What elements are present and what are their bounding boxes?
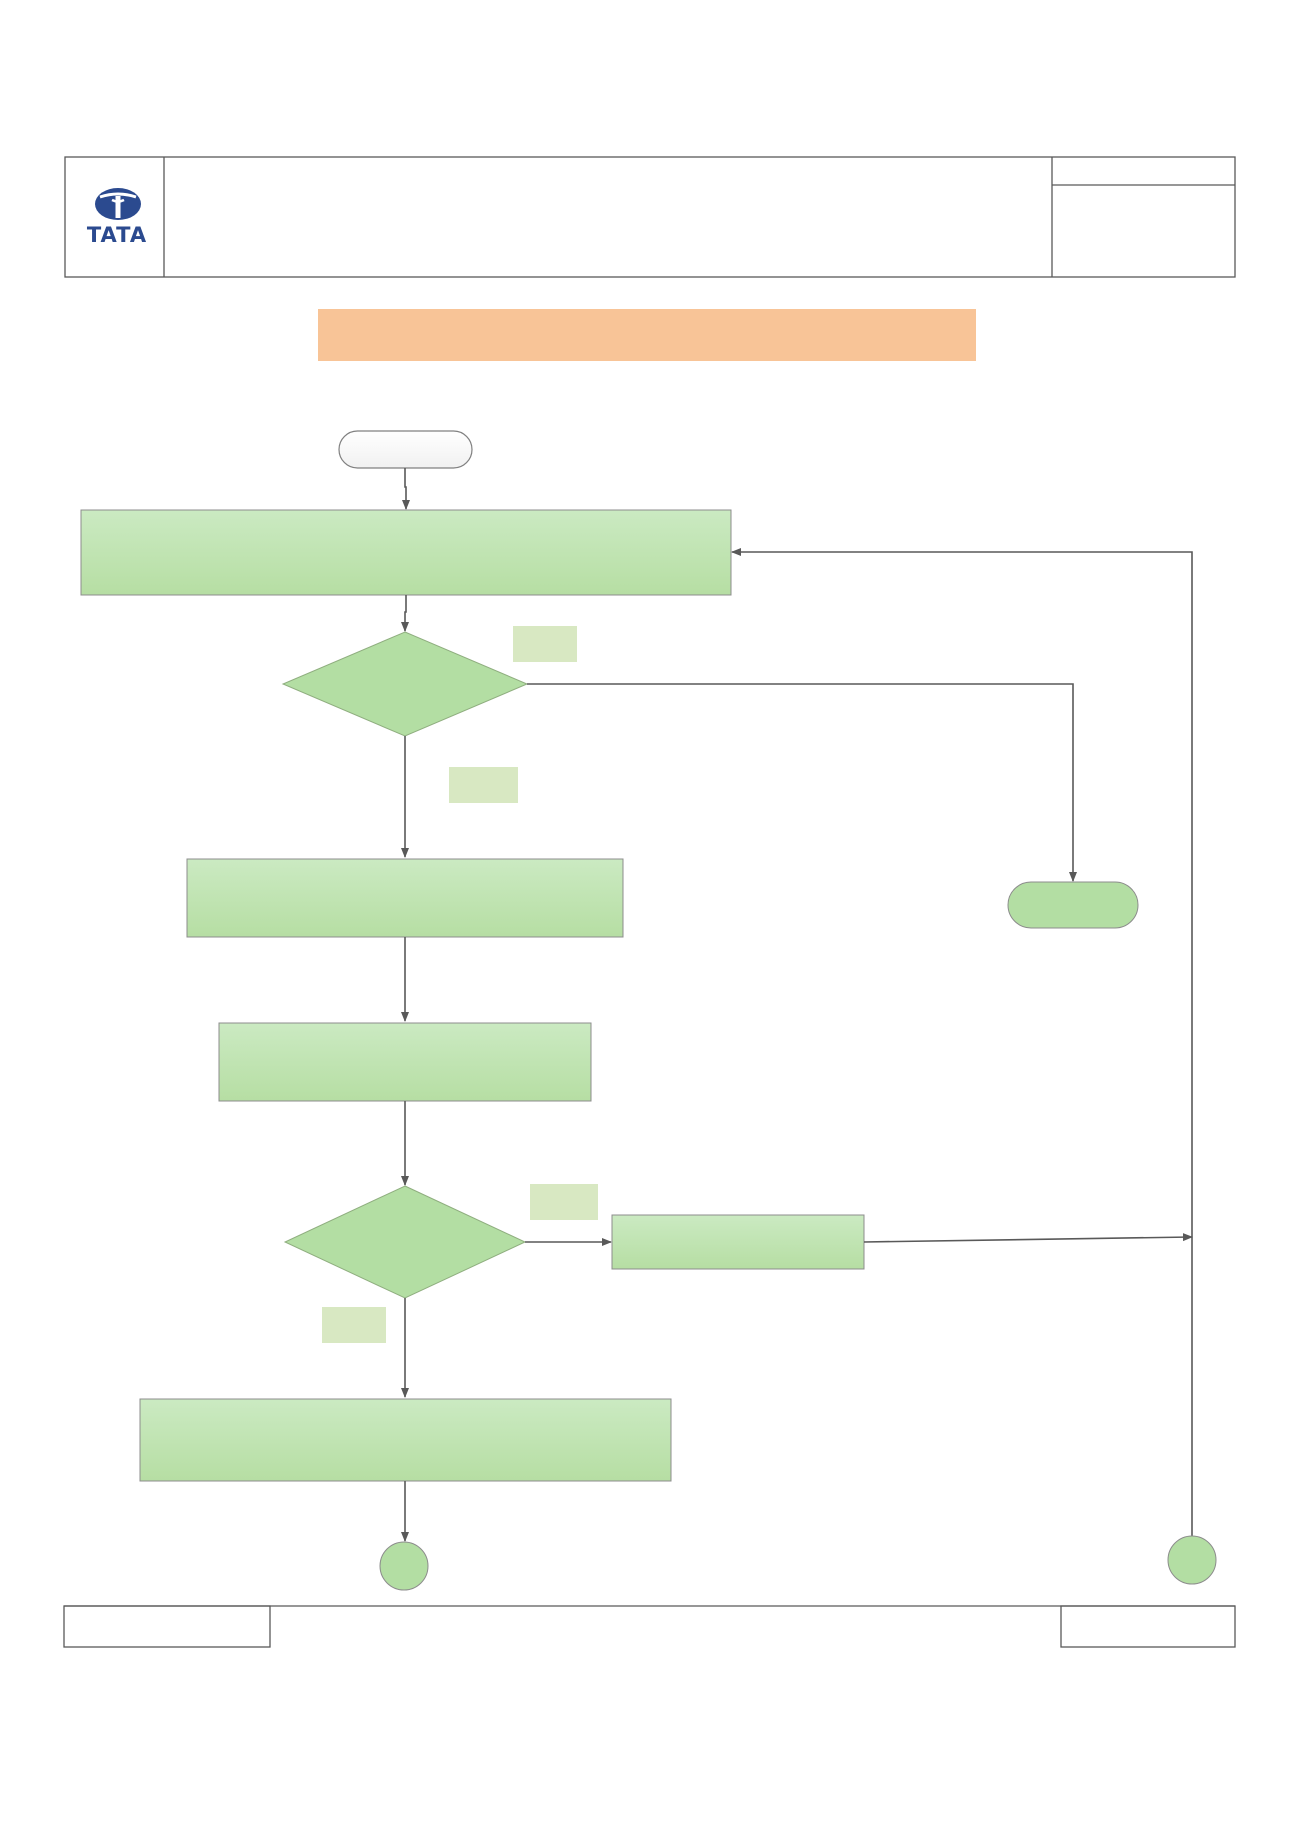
decision2-branch-label-right (530, 1184, 598, 1220)
header-block: TATA (64, 156, 1236, 278)
header-border (64, 156, 1236, 278)
connector-process1-to-decision1 (401, 595, 409, 632)
side-process-box (611, 1214, 865, 1270)
loop-line-to-process1 (731, 548, 1193, 1536)
decision1-branch-label-right (513, 626, 577, 662)
offpage-connector-bottom (379, 1541, 429, 1591)
decision-diamond-1 (281, 631, 529, 737)
decision2-branch-label-down (322, 1307, 386, 1343)
footer-right-cell (1060, 1605, 1236, 1648)
connector-decision1-to-end-terminator (527, 683, 1077, 882)
tata-emblem-icon (95, 188, 141, 220)
process-box-3 (218, 1022, 592, 1102)
end-terminator (1007, 881, 1139, 929)
decision1-branch-label-down (449, 767, 518, 803)
footer-left-cell (63, 1605, 271, 1648)
tata-logo-text: TATA (87, 223, 147, 247)
connector-start-to-process1 (402, 468, 410, 510)
process-box-1 (80, 509, 732, 596)
offpage-connector-loop (1167, 1535, 1217, 1585)
footer-block (63, 1605, 1236, 1648)
connector-side-process-to-loop-line (863, 1233, 1193, 1243)
process-box-4 (139, 1398, 672, 1482)
tata-logo: TATA (87, 188, 147, 247)
decision-diamond-2 (283, 1185, 527, 1299)
start-terminator (338, 430, 473, 469)
title-band (318, 309, 976, 361)
process-box-2 (186, 858, 624, 938)
